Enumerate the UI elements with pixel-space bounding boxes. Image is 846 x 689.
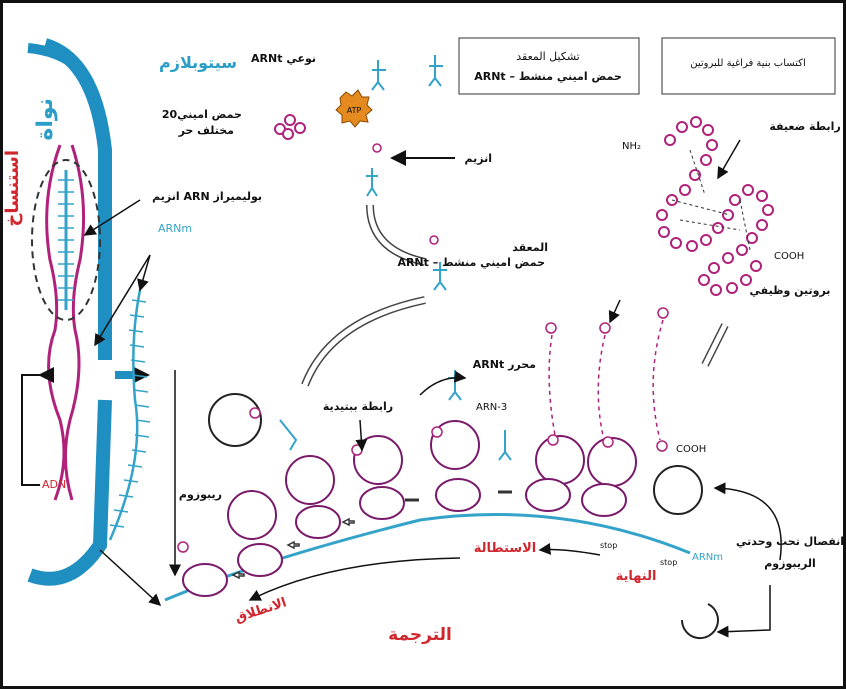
to-ribosome-flow-arrow xyxy=(305,300,425,385)
stop2-label: stop xyxy=(660,558,677,567)
peptide-bond-label: رابطة ببتيدية xyxy=(323,400,393,413)
arn3-trna-icon xyxy=(499,430,511,460)
dna-double-helix xyxy=(32,145,100,500)
nucleus-label: نواة xyxy=(33,98,58,141)
stop1-label: stop xyxy=(600,541,617,550)
to-initiation-arrow xyxy=(100,550,160,605)
separation-arrow-down xyxy=(718,585,770,632)
protein-box-label: اكتساب بنية فراغية للبروتين xyxy=(690,58,805,69)
free-trna-icon xyxy=(448,370,462,400)
amino-20-label-line2: مختلف حر xyxy=(178,124,234,137)
atp-label: ATP xyxy=(347,106,362,115)
adn-bracket xyxy=(22,375,40,485)
adn-label: ADN xyxy=(42,478,66,491)
free-trna-pointer xyxy=(420,378,465,395)
incoming-trna-icon xyxy=(280,420,296,450)
chain-pointer xyxy=(610,300,620,322)
complex-aa-circle xyxy=(430,236,438,244)
enzyme-label: انزيم xyxy=(465,152,493,165)
weak-bond-pointer xyxy=(718,140,740,178)
cooh2-label: COOH xyxy=(676,444,706,455)
arnm-label: ARNm xyxy=(158,222,192,235)
transcription-label: استنساخ xyxy=(2,150,23,227)
complex-formation-box xyxy=(459,38,639,94)
complex-mid-line1: المعقد xyxy=(512,241,548,254)
arn-polymerase-label: انزيم ARN بوليميراز xyxy=(152,190,262,203)
separation-arrow-up xyxy=(715,488,781,560)
ribosome-separation-line2: الريبوزوم xyxy=(764,557,816,570)
termination-arrow xyxy=(540,550,600,555)
complex-box-line2: ARNt – حمض اميني منشط xyxy=(474,70,622,83)
ribosome-label: ريبوزوم xyxy=(179,488,222,501)
trna-specific-label: ARNt نوعي xyxy=(251,52,316,65)
enzyme-trna-icon xyxy=(366,168,378,196)
nh2-label: NH₂ xyxy=(622,141,641,152)
translation-label: الترجمة xyxy=(388,625,452,645)
complex-box-line1: تشكيل المعقد xyxy=(516,50,580,63)
free-amino-acids xyxy=(275,115,305,139)
trna-icons-top xyxy=(372,55,443,90)
cytoplasm-label: سيتوبلازم xyxy=(159,53,237,72)
amino-20-label-line1: 20حمض اميني xyxy=(162,108,242,121)
arnm-bottom-label: ARNm xyxy=(692,552,723,563)
termination-label: النهاية xyxy=(616,569,657,584)
complex-mid-line2: ARNt – حمض اميني منشط xyxy=(397,256,545,269)
initiation-label: الانطلاق xyxy=(233,595,288,626)
arnm-pointer-2 xyxy=(140,255,150,290)
enzyme-aa-circle xyxy=(373,144,381,152)
folded-protein xyxy=(657,117,773,295)
functional-protein-label: بروتين وظيفي xyxy=(750,284,831,297)
ribosome-separation-line1: انفصال تحت وحدتي xyxy=(736,535,844,548)
arn3-label: ARN-3 xyxy=(476,402,507,413)
polymerase-pointer xyxy=(85,200,140,235)
free-trna-label: ARNt محرر xyxy=(473,358,536,371)
elongation-label: الاستطالة xyxy=(474,541,537,556)
growing-peptide-chains xyxy=(549,320,663,440)
arnm-strand-cytoplasm xyxy=(110,290,150,540)
weak-bond-label: رابطة ضعيفة xyxy=(769,120,840,133)
cooh-label: COOH xyxy=(774,251,804,262)
